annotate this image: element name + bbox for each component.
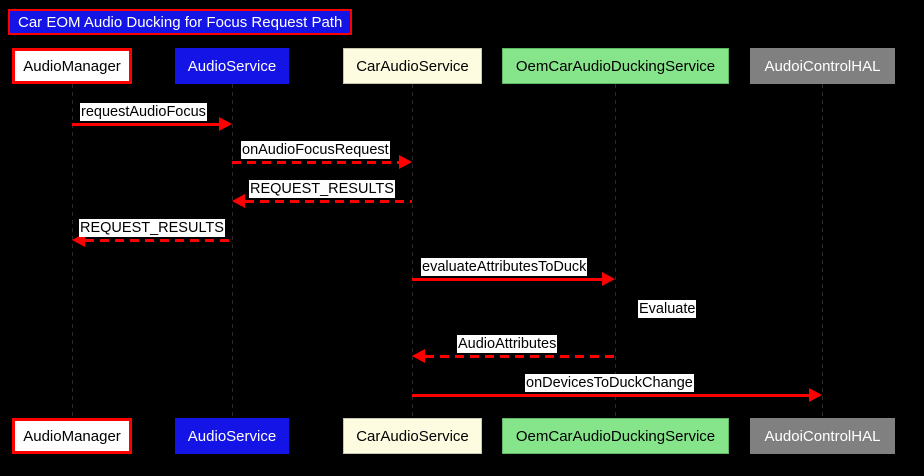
participant-label: AudioManager	[23, 427, 121, 445]
message-line-m4	[85, 239, 232, 242]
message-label-m4: REQUEST_RESULTS	[79, 219, 225, 237]
participant-bottom-oemcaraudioduckingservice[interactable]: OemCarAudioDuckingService	[502, 418, 729, 454]
participant-top-audoicontrolhal[interactable]: AudoiControlHAL	[750, 48, 895, 84]
message-line-m5	[412, 278, 602, 281]
participant-label: AudioManager	[23, 57, 121, 75]
lifeline-caraudioservice	[412, 84, 413, 418]
participant-label: AudioService	[187, 57, 277, 75]
lifeline-audiomanager	[72, 84, 73, 418]
arrow-head-m2	[399, 155, 412, 169]
lifeline-audioservice	[232, 84, 233, 418]
arrow-head-m7	[412, 349, 425, 363]
diagram-title: Car EOM Audio Ducking for Focus Request …	[8, 9, 353, 35]
participant-label: OemCarAudioDuckingService	[515, 57, 716, 75]
lifeline-oemcaraudioduckingservice	[615, 84, 616, 418]
message-label-m3: REQUEST_RESULTS	[249, 180, 395, 198]
participant-label: CarAudioService	[356, 57, 469, 75]
participant-top-oemcaraudioduckingservice[interactable]: OemCarAudioDuckingService	[502, 48, 729, 84]
message-label-m2: onAudioFocusRequest	[241, 141, 390, 159]
arrow-head-m8	[809, 388, 822, 402]
participant-bottom-audoicontrolhal[interactable]: AudoiControlHAL	[750, 418, 895, 454]
message-line-m3	[245, 200, 412, 203]
message-label-m6: Evaluate	[638, 300, 697, 318]
arrow-head-m1	[219, 117, 232, 131]
message-label-m1: requestAudioFocus	[80, 103, 207, 121]
message-label-m5: evaluateAttributesToDuck	[421, 258, 588, 276]
message-line-m7	[425, 355, 615, 358]
message-line-m1	[72, 123, 219, 126]
arrow-head-m5	[602, 272, 615, 286]
participant-label: AudoiControlHAL	[764, 57, 881, 75]
lifeline-audoicontrolhal	[822, 84, 823, 418]
participant-label: OemCarAudioDuckingService	[515, 427, 716, 445]
participant-bottom-audiomanager[interactable]: AudioManager	[12, 418, 132, 454]
participant-top-audiomanager[interactable]: AudioManager	[12, 48, 132, 84]
participant-label: CarAudioService	[356, 427, 469, 445]
participant-label: AudoiControlHAL	[764, 427, 881, 445]
participant-top-caraudioservice[interactable]: CarAudioService	[343, 48, 482, 84]
participant-bottom-audioservice[interactable]: AudioService	[175, 418, 289, 454]
arrow-head-m3	[232, 194, 245, 208]
participant-bottom-caraudioservice[interactable]: CarAudioService	[343, 418, 482, 454]
message-label-m7: AudioAttributes	[457, 335, 558, 353]
participant-label: AudioService	[187, 427, 277, 445]
message-line-m8	[412, 394, 809, 397]
message-line-m2	[232, 161, 399, 164]
message-label-m8: onDevicesToDuckChange	[525, 374, 694, 392]
participant-top-audioservice[interactable]: AudioService	[175, 48, 289, 84]
